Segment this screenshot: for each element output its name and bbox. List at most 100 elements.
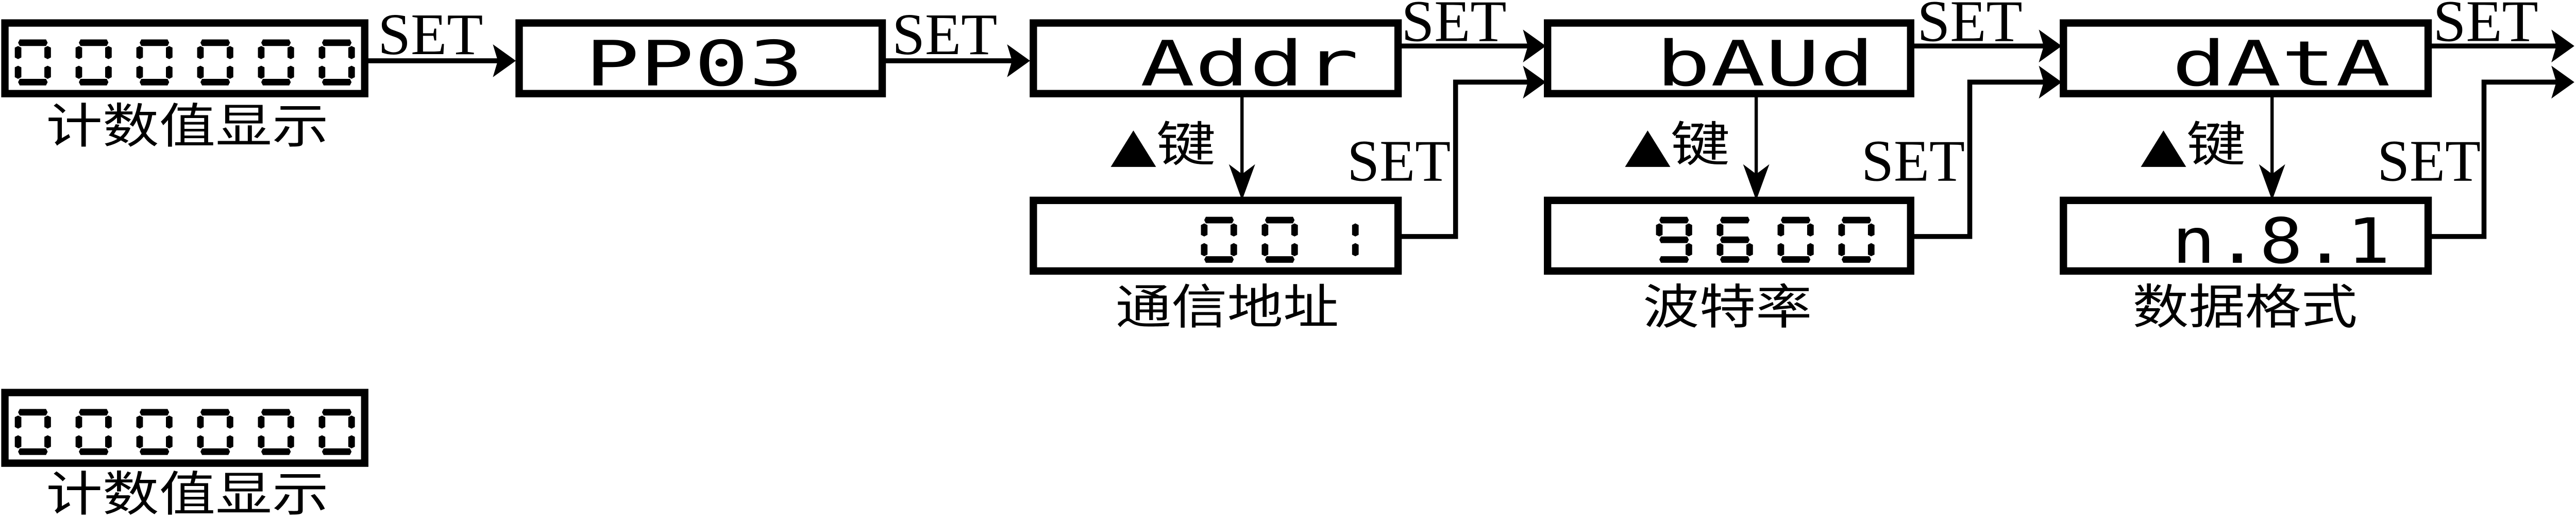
arrowhead-right-icon <box>2551 65 2574 99</box>
segment-a <box>139 409 170 416</box>
display-addr <box>1030 19 1402 97</box>
set-label: SET <box>2433 0 2538 54</box>
set-label: SET <box>892 2 997 67</box>
segment-a <box>261 409 291 416</box>
segment-b <box>1352 223 1359 237</box>
segment-e <box>136 65 143 79</box>
segment-d <box>200 448 230 455</box>
caption-count-display: 计数值显示 <box>46 98 328 154</box>
up-key-label: ▲键 <box>2141 116 2246 172</box>
segment-e <box>258 435 265 448</box>
up-key-label: ▲键 <box>1110 116 1216 172</box>
segment-c <box>226 65 233 79</box>
segment-c <box>105 435 112 448</box>
set-label: SET <box>1401 0 1506 54</box>
segment-b <box>348 415 355 429</box>
segment-c <box>105 65 112 79</box>
arrow-line-3-return <box>1398 79 1528 239</box>
segment-d <box>139 78 170 86</box>
segment-d <box>261 448 291 455</box>
segment-e <box>75 435 82 448</box>
arrowhead-right-icon <box>2039 29 2062 63</box>
segment-d <box>322 78 352 86</box>
segment-d <box>1720 256 1750 263</box>
segment-a <box>322 39 352 46</box>
segment-c <box>287 65 294 79</box>
segment-d <box>1204 256 1234 263</box>
segment-b <box>1291 223 1298 237</box>
segment-c <box>166 435 173 448</box>
segment-a <box>79 39 109 46</box>
segment-e <box>14 65 22 79</box>
segment-b <box>226 46 233 59</box>
segment-c <box>348 65 355 79</box>
segment-d <box>1780 256 1811 263</box>
arrowhead-right-icon <box>2551 29 2574 63</box>
segment-a <box>139 39 170 46</box>
segment-c <box>348 435 355 448</box>
segment-f <box>1201 223 1208 237</box>
segment-f <box>197 46 204 59</box>
segment-c <box>166 65 173 79</box>
segment-f <box>75 46 82 59</box>
set-label: SET <box>1861 128 1965 194</box>
segment-f <box>1261 223 1269 237</box>
segment-b <box>166 46 173 59</box>
segment-e <box>1201 243 1208 257</box>
arrowhead-right-icon <box>1007 44 1030 77</box>
segment-b <box>44 46 51 59</box>
segment-d <box>1841 256 1872 263</box>
segment-f <box>1716 223 1724 237</box>
segment-d <box>79 78 109 86</box>
display-data-value <box>2060 196 2432 275</box>
segment-e <box>318 65 326 79</box>
segment-f <box>197 415 204 429</box>
segment-d <box>1659 256 1689 263</box>
segment-d <box>18 78 48 86</box>
segment-e <box>197 435 204 448</box>
segment-f <box>258 46 265 59</box>
segment-c <box>287 435 294 448</box>
segment-c <box>1807 243 1814 257</box>
segment-a <box>1841 216 1872 224</box>
segment-e <box>1838 243 1845 257</box>
display-data <box>2060 19 2432 97</box>
arrowhead-down-icon <box>1228 164 1255 200</box>
segment-c <box>1746 243 1753 257</box>
arrowhead-down-icon <box>2259 164 2285 200</box>
segment-e <box>258 65 265 79</box>
display-count-standalone <box>1 389 368 467</box>
segment-c <box>44 65 51 79</box>
set-label: SET <box>2377 128 2481 194</box>
segment-b <box>287 415 294 429</box>
segment-d <box>139 448 170 455</box>
segment-b <box>348 46 355 59</box>
segment-a <box>1204 216 1234 224</box>
segment-b <box>1807 223 1814 237</box>
arrow-line-4-return <box>1910 79 2044 239</box>
segment-d <box>1265 256 1295 263</box>
display-data-value-text: n.8.1 <box>2172 205 2390 278</box>
display-count <box>1 19 368 97</box>
segment-a <box>79 409 109 416</box>
caption-data-format: 数据格式 <box>2132 279 2358 335</box>
segment-f <box>258 415 265 429</box>
arrow-line-5-return <box>2428 79 2556 239</box>
segment-d <box>18 448 48 455</box>
arrowhead-right-icon <box>493 44 516 77</box>
segment-b <box>44 415 51 429</box>
segment-f <box>1656 223 1663 237</box>
segment-e <box>1716 243 1724 257</box>
segment-f <box>136 415 143 429</box>
segment-a <box>261 39 291 46</box>
display-baud-text: bAUd <box>1656 28 1875 101</box>
segment-c <box>226 435 233 448</box>
caption-baud-rate: 波特率 <box>1643 279 1812 335</box>
segment-a <box>1780 216 1811 224</box>
segment-f <box>14 415 22 429</box>
set-label: SET <box>1917 0 2023 54</box>
segment-c <box>1291 243 1298 257</box>
segment-f <box>136 46 143 59</box>
segment-a <box>18 409 48 416</box>
